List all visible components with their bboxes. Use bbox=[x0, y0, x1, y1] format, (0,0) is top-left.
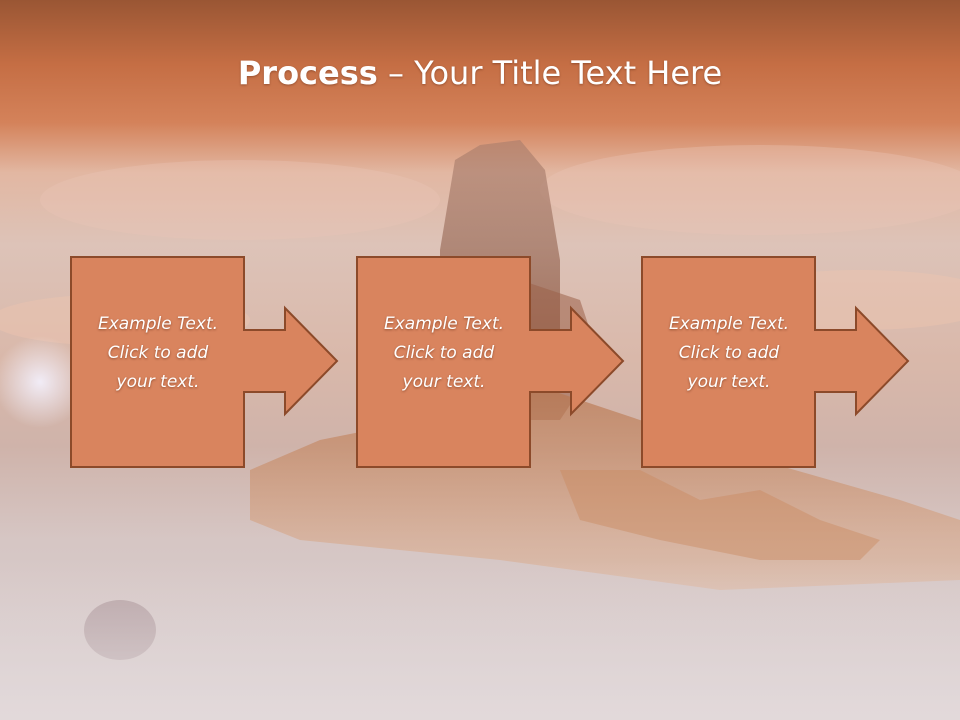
step-line-3: your text. bbox=[687, 372, 771, 392]
step-line-3: your text. bbox=[116, 372, 200, 392]
step-line-3: your text. bbox=[402, 372, 486, 392]
step-text: Example Text. Click to add your text. bbox=[358, 310, 530, 397]
arrow-right-icon bbox=[70, 256, 339, 468]
step-line-2: Click to add bbox=[393, 343, 495, 363]
process-step-1[interactable]: Example Text. Click to add your text. bbox=[70, 256, 412, 468]
process-shape bbox=[356, 256, 625, 468]
process-step-2[interactable]: Example Text. Click to add your text. bbox=[356, 256, 698, 468]
arrow-right-icon bbox=[356, 256, 625, 468]
process-shape bbox=[70, 256, 339, 468]
page-title: Process – Your Title Text Here bbox=[0, 54, 960, 92]
step-line-1: Example Text. bbox=[383, 314, 505, 334]
step-text: Example Text. Click to add your text. bbox=[643, 310, 815, 397]
title-bold: Process bbox=[237, 54, 378, 92]
step-line-2: Click to add bbox=[107, 343, 209, 363]
title-rest: – Your Title Text Here bbox=[377, 54, 723, 92]
process-shape bbox=[641, 256, 910, 468]
process-step-3[interactable]: Example Text. Click to add your text. bbox=[641, 256, 960, 468]
arrow-right-icon bbox=[641, 256, 910, 468]
step-line-1: Example Text. bbox=[97, 314, 219, 334]
step-text: Example Text. Click to add your text. bbox=[72, 310, 244, 397]
step-line-1: Example Text. bbox=[668, 314, 790, 334]
step-line-2: Click to add bbox=[678, 343, 780, 363]
